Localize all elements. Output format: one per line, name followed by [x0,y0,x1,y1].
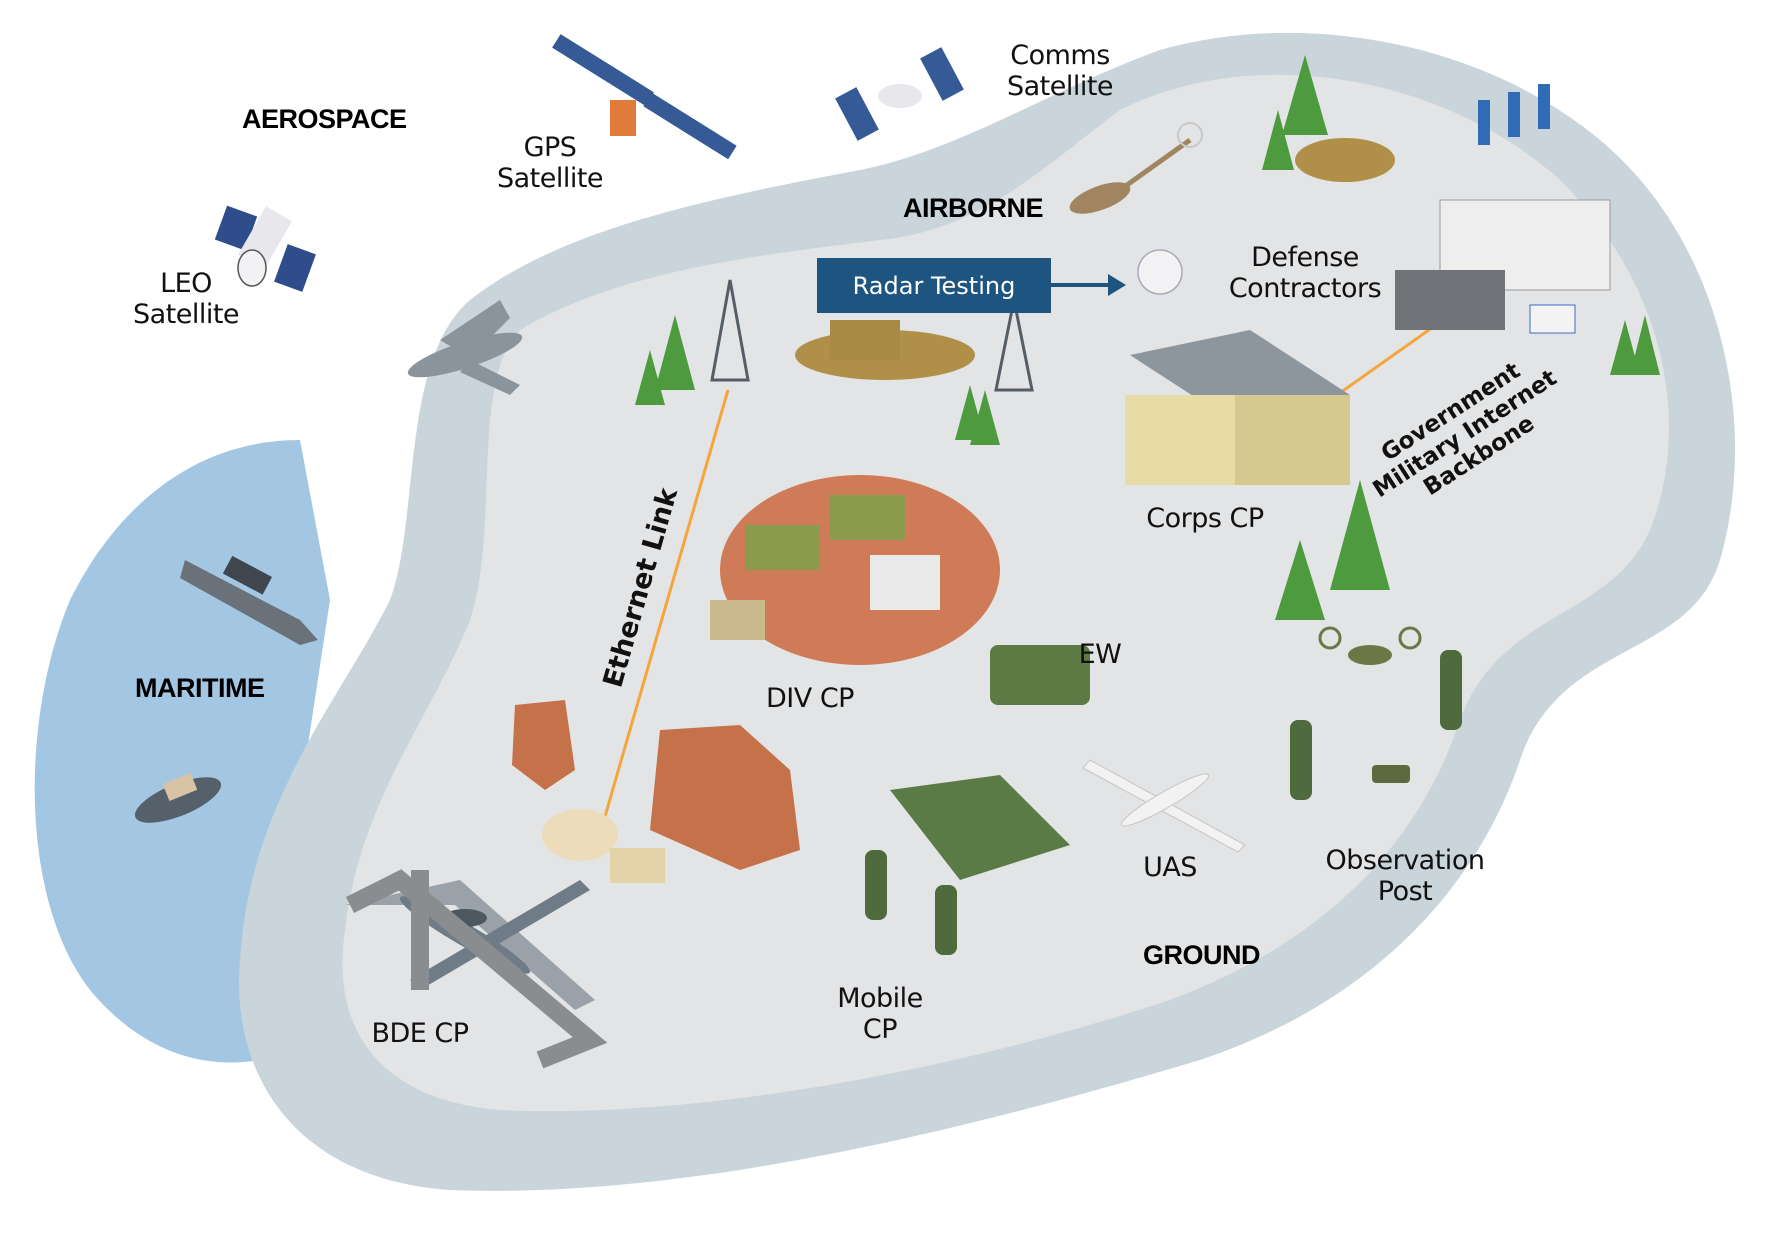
label-mobile-cp-line2: CP [862,1014,898,1045]
uas-drone-icon [1082,759,1246,853]
ew-vehicle-icon [990,645,1090,705]
label-defense-contractors: Defense Contractors [1210,242,1400,304]
label-defense-contractors-line1: Defense [1251,242,1359,273]
label-bde-cp: BDE CP [371,1018,469,1049]
helicopter-icon [1069,122,1203,214]
label-ew: EW [1078,639,1122,670]
hangar-icon [542,809,665,883]
label-mobile-cp: Mobile CP [820,983,940,1045]
defense-contractor-factory-icon [1395,84,1611,334]
label-leo-satellite-line1: LEO [160,268,212,299]
domain-label-maritime: MARITIME [135,673,265,703]
radar-dish-icon [1137,249,1183,295]
label-uas: UAS [1143,852,1197,883]
radar-testing-label: Radar Testing [852,271,1016,300]
label-div-cp: DIV CP [766,683,854,714]
label-defense-contractors-line2: Contractors [1228,273,1382,304]
div-cp-tent-site-icon [710,475,1000,665]
gps-satellite-icon [552,34,737,160]
transport-aircraft-icon [407,300,523,395]
soldiers-icon [865,650,1462,955]
warship-icon [180,555,318,645]
label-gps-satellite: GPS Satellite [480,132,620,194]
runway-airfield-icon [345,869,608,1069]
label-gps-satellite-line1: GPS [523,132,577,163]
label-mobile-cp-line1: Mobile [837,983,923,1014]
label-corps-cp: Corps CP [1146,503,1264,534]
label-observation-post-line2: Post [1377,876,1433,907]
comms-tower-icon [710,279,1034,392]
patrol-boat-icon [134,773,222,823]
label-leo-satellite-line2: Satellite [132,299,240,330]
robot-dog-icon [1372,765,1410,783]
rock-formations-icon [512,138,1395,870]
label-observation-post-line1: Observation [1325,845,1485,876]
pine-trees-icon [635,55,1660,620]
radar-testing-callout: Radar Testing [817,258,1051,313]
domain-label-ground: GROUND [1143,940,1261,970]
label-observation-post: Observation Post [1305,845,1505,907]
domain-label-aerospace: AEROSPACE [242,104,407,134]
leo-satellite-icon [214,205,316,292]
armored-personnel-carrier-icon [890,775,1070,880]
label-comms-satellite-line1: Comms [1010,40,1110,71]
comms-satellite-icon [835,47,964,141]
quadcopter-drone-icon [1318,626,1422,665]
label-comms-satellite-line2: Satellite [1006,71,1114,102]
corps-cp-building-icon [1125,330,1350,485]
ethernet-link-line [602,389,730,821]
label-gps-satellite-line2: Satellite [496,163,604,194]
radar-arrow-head [1108,274,1126,296]
label-comms-satellite: Comms Satellite [990,40,1130,102]
domain-label-airborne: AIRBORNE [903,193,1044,223]
label-leo-satellite: LEO Satellite [116,268,256,330]
